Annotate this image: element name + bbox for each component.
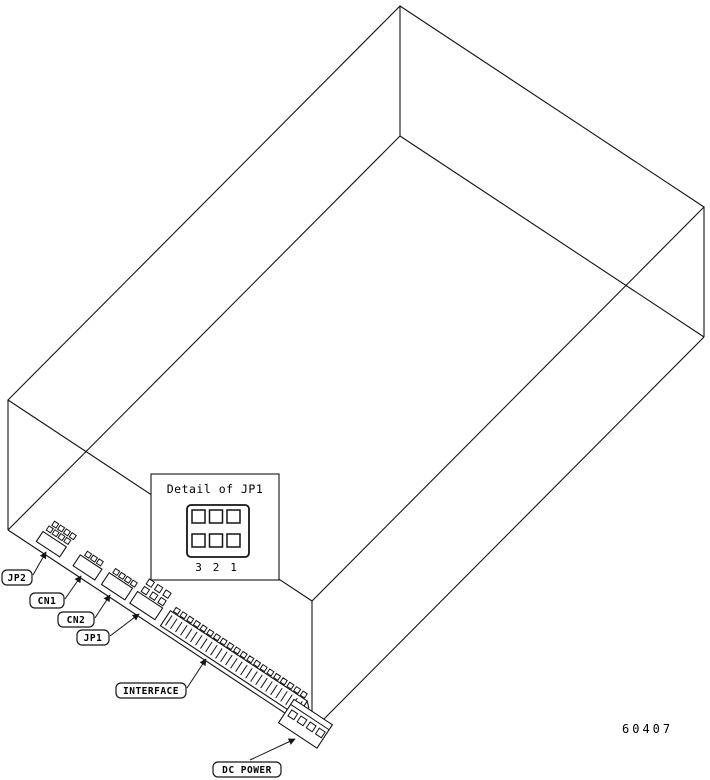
jp1-pin-square — [226, 533, 241, 548]
cn1-body — [72, 554, 103, 581]
interface-label-box — [115, 682, 187, 699]
leader-lines — [32, 551, 296, 761]
jp2-pins-row2 — [51, 520, 77, 541]
jp2-pins-row1 — [45, 525, 72, 546]
edge-connectors — [35, 520, 334, 749]
jp1-label-box — [76, 629, 110, 646]
jp1-pin-square — [226, 509, 241, 524]
jp1-pins-row2 — [145, 578, 172, 599]
cn1-label-box — [29, 592, 65, 609]
jp1-body — [129, 590, 164, 621]
dc-power-label-text: DC POWER — [222, 765, 272, 776]
jp2-leader — [32, 551, 47, 576]
dc-power-lip — [290, 703, 330, 731]
cn1-label-text: CN1 — [38, 596, 57, 607]
figure-number: 60407 — [622, 722, 673, 736]
cn2-leader — [94, 594, 111, 619]
cn2-label-box — [57, 611, 95, 628]
jp1-pin-square — [191, 533, 206, 548]
jp1-pin-square — [208, 533, 224, 548]
dc-power-label: DC POWER — [212, 761, 282, 778]
cn2-label: CN2 — [57, 611, 95, 628]
jp1-pin-squares — [191, 509, 241, 548]
jp2-label-box — [1, 569, 33, 586]
interface-hatching — [165, 615, 303, 712]
interface-label: INTERFACE — [115, 682, 187, 699]
jp1-label-text: JP1 — [84, 633, 103, 644]
jp1-pins-row1 — [140, 585, 167, 607]
jp1-pin-number-3: 3 — [195, 561, 202, 574]
cn2-connector — [100, 567, 138, 601]
dc-power-connector — [277, 698, 334, 749]
cn1-connector — [72, 550, 104, 581]
cn1-pins — [83, 550, 104, 567]
cn2-body — [100, 571, 134, 601]
dc-power-pins — [287, 709, 326, 739]
cn1-label: CN1 — [29, 592, 65, 609]
jp2-body — [35, 530, 68, 558]
chassis-bottom-edges — [7, 135, 705, 732]
jp1-detail-inset: Detail of JP1 3 2 1 — [150, 473, 280, 581]
jp2-label: JP2 — [1, 569, 33, 586]
cn1-leader — [64, 575, 82, 600]
jp1-pin-number-2: 2 — [213, 561, 220, 574]
jp1-pin-square — [208, 509, 224, 524]
jp1-leader — [109, 613, 140, 637]
callout-labels: JP2 CN1 CN2 JP1 INTERFACE DC POWER — [1, 569, 282, 778]
cn2-pins — [112, 567, 138, 588]
interface-leader — [186, 658, 207, 689]
dc-power-leader — [249, 738, 296, 761]
dc-power-label-box — [212, 761, 282, 778]
jp2-label-text: JP2 — [8, 573, 27, 584]
interface-pins — [172, 606, 308, 699]
jp2-connector — [35, 520, 77, 558]
jp1-label: JP1 — [76, 629, 110, 646]
chassis-wireframe — [7, 5, 705, 732]
detail-inset-title: Detail of JP1 — [167, 482, 264, 496]
chassis-top-face — [7, 5, 705, 602]
chassis-vertical-edges — [7, 6, 705, 731]
cn2-label-text: CN2 — [67, 615, 86, 626]
jp1-pin-number-1: 1 — [230, 561, 237, 574]
interface-label-text: INTERFACE — [123, 686, 179, 697]
jp1-pin-square — [191, 509, 206, 524]
jp1-connector — [129, 578, 172, 621]
